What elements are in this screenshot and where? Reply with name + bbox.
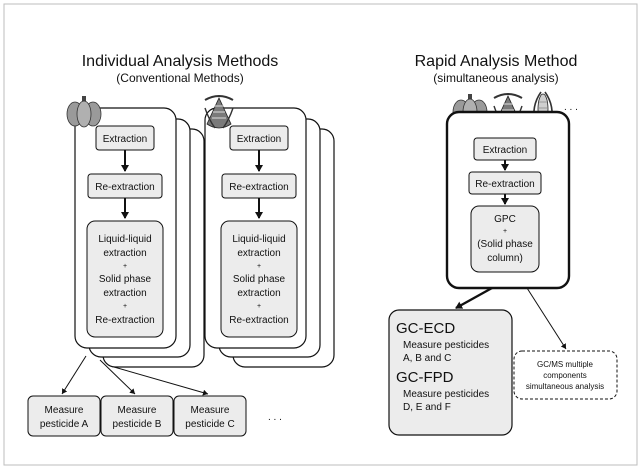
pumpkin-icon — [66, 96, 102, 128]
col2-combo-line-6: + — [257, 303, 261, 310]
measure-c-line-1: Measure — [191, 405, 230, 416]
gc-fpd-heading: GC-FPD — [396, 369, 454, 386]
col2-combo-line-7: Re-extraction — [229, 315, 288, 326]
gpc-line-2: + — [503, 228, 507, 235]
gc-results-box — [388, 309, 513, 436]
gc-fpd-line-1: Measure pesticides — [403, 389, 489, 400]
col2-combo-line-5: extraction — [237, 288, 280, 299]
gcms-line-2: components — [543, 371, 587, 380]
gc-ecd-line-2: A, B and C — [403, 353, 451, 364]
measure-box-b — [100, 395, 174, 437]
gpc-line-1: GPC — [494, 214, 516, 225]
col1-reextraction-label: Re-extraction — [95, 182, 154, 193]
rapid-extraction-label: Extraction — [483, 145, 527, 156]
col1-extraction-label: Extraction — [103, 134, 147, 145]
corn-icon — [204, 95, 234, 129]
gc-ecd-line-1: Measure pesticides — [403, 340, 489, 351]
col1-combo-line-3: + — [123, 263, 127, 270]
gpc-line-4: column) — [487, 253, 523, 264]
measure-c-line-2: pesticide C — [185, 419, 234, 430]
measure-a-line-1: Measure — [45, 405, 84, 416]
gcms-box — [513, 350, 618, 400]
measure-box-a — [27, 395, 101, 437]
gc-ecd-heading: GC-ECD — [396, 320, 455, 337]
measure-ellipsis: . . . — [268, 412, 282, 423]
right-subtitle: (simultaneous analysis) — [433, 71, 558, 85]
col1-combo-line-7: Re-extraction — [95, 315, 154, 326]
measure-arrow-a — [61, 355, 87, 395]
col2-reextraction-label: Re-extraction — [229, 182, 288, 193]
left-subtitle: (Conventional Methods) — [116, 71, 243, 85]
measure-box-c — [173, 395, 247, 437]
crop-ellipsis: . . . — [564, 102, 578, 113]
measure-arrow-c — [113, 366, 209, 396]
col1-combo-box — [86, 220, 164, 338]
col1-combo-line-2: extraction — [103, 248, 146, 259]
figure-frame — [3, 3, 638, 466]
col2-combo-line-4: Solid phase — [233, 274, 286, 285]
col2-combo-line-1: Liquid-liquid — [232, 234, 285, 245]
col2-extraction-label: Extraction — [237, 134, 281, 145]
col1-combo-line-5: extraction — [103, 288, 146, 299]
col2-combo-line-3: + — [257, 263, 261, 270]
col1-combo-line-4: Solid phase — [99, 274, 152, 285]
gcms-line-1: GC/MS multiple — [537, 360, 594, 369]
measure-b-line-2: pesticide B — [113, 419, 162, 430]
arrow-to-gcms — [526, 287, 567, 350]
right-title: Rapid Analysis Method — [415, 53, 578, 70]
col2-combo-line-2: extraction — [237, 248, 280, 259]
gcms-line-3: simultaneous analysis — [526, 382, 604, 391]
measure-b-line-1: Measure — [118, 405, 157, 416]
rapid-gpc-box — [470, 205, 540, 273]
measure-arrow-b — [99, 359, 136, 395]
col1-combo-line-1: Liquid-liquid — [98, 234, 151, 245]
measure-a-line-2: pesticide A — [40, 419, 89, 430]
gpc-line-3: (Solid phase — [477, 239, 533, 250]
rapid-reextraction-label: Re-extraction — [475, 179, 534, 190]
col2-combo-box — [220, 220, 298, 338]
gc-fpd-line-2: D, E and F — [403, 402, 451, 413]
arrow-to-gc-results — [455, 286, 493, 310]
left-title: Individual Analysis Methods — [82, 53, 279, 70]
col1-combo-line-6: + — [123, 303, 127, 310]
